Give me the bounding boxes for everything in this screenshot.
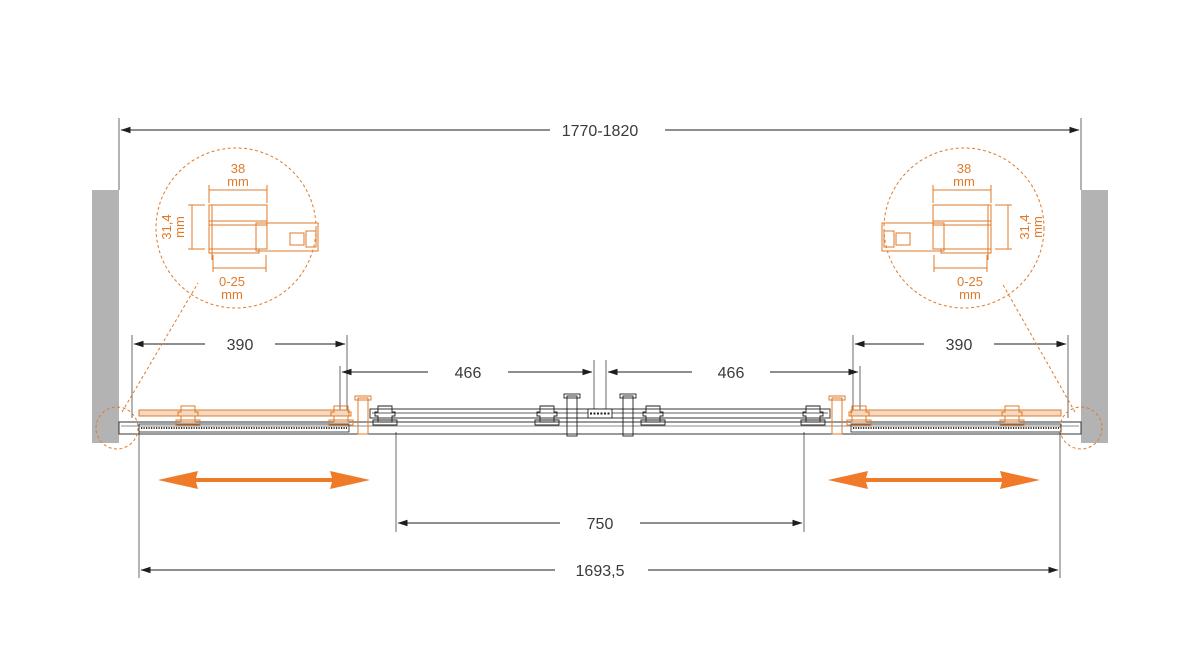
double-arrow-icon	[158, 471, 370, 489]
right-sliding-door	[601, 408, 831, 419]
door-opening-dimension: 750	[587, 516, 614, 533]
left-profile-width-value: 38	[231, 161, 245, 176]
dimension-lines	[120, 126, 1080, 574]
left-profile-depth-value: 31,4	[159, 214, 174, 239]
left-adjust-range-value: 0-25	[219, 274, 245, 289]
right-adjust-range-unit: mm	[959, 287, 981, 302]
right-wall	[1081, 190, 1108, 443]
roller-right-panel-inner	[846, 405, 872, 426]
left-profile-width-unit: mm	[227, 174, 249, 189]
roller-left-door-a	[372, 405, 398, 426]
right-wall-detail-marker	[1059, 406, 1103, 450]
right-profile-width-value: 38	[957, 161, 971, 176]
extension-lines	[118, 118, 1082, 578]
total-width-dimension: 1693,5	[576, 563, 625, 580]
right-fixed-panel-dimension: 390	[946, 337, 973, 354]
right-profile-depth-value: 31,4	[1017, 214, 1032, 239]
left-fixed-panel-dimension: 390	[227, 337, 254, 354]
bottom-rail	[118, 421, 1082, 435]
left-wall-detail-marker	[95, 406, 139, 450]
right-adjust-range-value: 0-25	[957, 274, 983, 289]
left-sliding-door	[369, 408, 599, 419]
right-door-travel-dimension: 466	[718, 365, 745, 382]
left-profile-detail: 38 mm 31,4 mm 0-25 mm	[155, 147, 319, 309]
right-fixed-panel	[850, 409, 1062, 433]
double-arrow-icon	[828, 471, 1040, 489]
left-fixed-panel	[138, 409, 350, 433]
right-profile-depth-unit: mm	[1030, 216, 1045, 238]
side-handles	[354, 395, 846, 435]
roller-left-door-b	[534, 405, 560, 426]
right-profile-width-unit: mm	[953, 174, 975, 189]
overall-opening-dimension: 1770-1820	[562, 123, 639, 140]
right-profile-detail: 38 mm 31,4 mm 0-25 mm	[881, 147, 1045, 309]
left-adjust-range-unit: mm	[221, 287, 243, 302]
right-detail-leader	[1001, 282, 1076, 413]
left-door-travel-dimension: 466	[455, 365, 482, 382]
left-wall	[92, 190, 119, 443]
left-detail-leader	[121, 282, 199, 413]
center-handles	[563, 393, 637, 437]
roller-right-door-b	[800, 405, 826, 426]
roller-right-panel-outer	[999, 405, 1025, 426]
roller-right-door-a	[640, 405, 666, 426]
roller-left-panel-inner	[328, 405, 354, 426]
roller-left-panel-outer	[175, 405, 201, 426]
left-profile-depth-unit: mm	[172, 216, 187, 238]
